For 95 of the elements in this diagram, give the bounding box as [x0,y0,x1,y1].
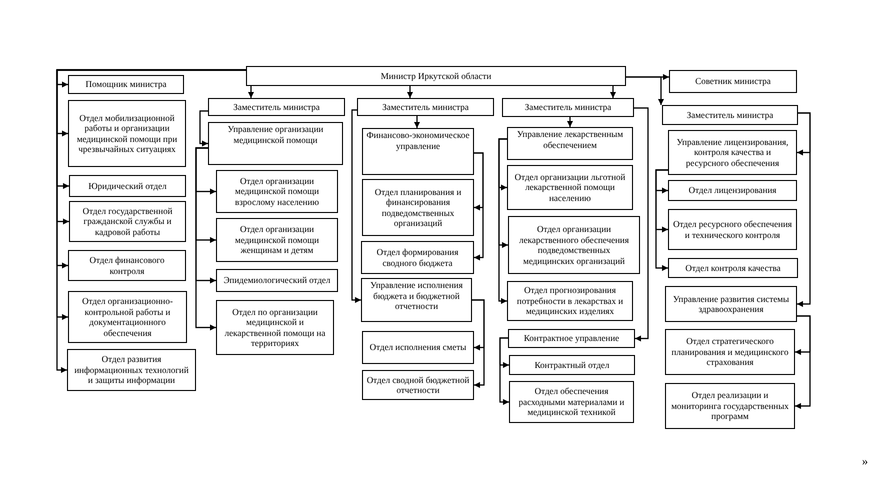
org-unit-box [69,201,186,242]
org-unit-box [69,175,186,197]
unit-title: Отдел контроля качества [685,262,781,274]
org-unit-box [362,331,474,364]
org-unit-box [507,127,633,160]
org-unit-box [208,98,345,116]
unit-title: Помощник министра [86,79,166,90]
arrow [199,110,208,146]
org-unit-box [668,180,797,201]
org-unit-box [361,241,474,274]
org-unit-box [662,105,798,125]
org-unit-box [208,122,343,165]
unit-title: Отдел государственной гражданской службы и кадровой работы [82,206,174,238]
unit-title: Управление организации медицинской помощи [226,124,324,145]
arrow [499,337,509,405]
org-unit-box [507,165,633,210]
org-unit-box [509,355,635,375]
org-unit-box [67,349,196,391]
unit-title: Отдел организации лекарственного обеспечения подведомственных медицинских организаций [518,224,630,266]
arrow [195,147,216,330]
org-unit-box [668,258,798,278]
org-unit-box [68,75,184,94]
org-unit-box [509,381,634,423]
unit-title: Отдел организационно-контрольной работы и документационного обеспечения [81,296,174,338]
arrow [351,109,361,303]
arrow [474,152,484,260]
arrow [56,69,246,373]
org-unit-box [68,250,186,281]
unit-title: Отдел развития информационных технологий и защиты информации [73,354,190,386]
unit-title: Отдел ресурсного обеспечения и технического контроля [672,219,793,240]
org-unit-box [246,66,626,86]
org-unit-box [216,218,338,262]
unit-title: Заместитель министра [524,102,612,113]
arrow [795,315,811,409]
org-unit-box [362,179,474,236]
unit-title: Заместитель министра [382,102,469,112]
unit-title: Управление лекарственным обеспечением [516,129,624,150]
unit-title: Отдел организации льготной лекарственной помощи населению [514,172,626,204]
org-unit-box [68,100,186,167]
arrow [655,169,668,271]
unit-title: Эпидемиологический отдел [224,275,330,286]
unit-title: Заместитель министра [233,102,320,112]
continuation-mark: » [862,454,868,469]
unit-title: Управление исполнения бюджета и бюджетной отчетности [369,280,464,312]
org-unit-box [362,370,474,400]
arrow [472,299,485,388]
unit-title: Отдел планирования и финансирования подведомственных организаций [374,186,462,228]
unit-title: Юридический отдел [88,180,167,192]
unit-title: Отдел сводной бюджетной отчетности [366,374,470,396]
org-unit-box [216,170,338,213]
org-unit-box [668,209,797,250]
arrow [797,112,811,307]
org-unit-box [216,300,334,355]
unit-title: Отдел прогнозирования потребности в лекарствах и медицинских изделиях [516,285,624,317]
arrow [248,85,254,98]
arrow [626,76,664,105]
unit-title: Управление лицензирования, контроля качества и ресурсного обеспечения [676,136,790,168]
org-unit-box [502,98,634,117]
org-unit-box [668,130,797,175]
org-unit-box [508,329,635,348]
org-unit-box [357,98,494,116]
org-unit-box [669,70,797,93]
arrow [407,85,413,98]
unit-title: Отдел исполнения сметы [370,342,466,353]
org-unit-box [507,281,633,321]
unit-title: Отдел формирования сводного бюджета [376,247,460,268]
unit-title: Отдел мобилизационной работы и организации медицинской помощи при чрезвычайных ситуациях [76,112,178,154]
arrow [610,85,616,98]
unit-title: Отдел по организации медицинской и лекарственной помощи на территориях [224,306,326,348]
unit-title: Управление развития системы здравоохранения [672,294,790,314]
unit-title: Контрактный отдел [534,360,610,370]
unit-title: Министр Иркутской области [380,70,492,82]
org-unit-box [665,329,795,375]
arrow [414,115,420,128]
org-unit-box [68,291,187,343]
unit-title: Отдел обеспечения расходными материалами и медицинской техникой [518,386,626,418]
unit-title: Отдел финансового контроля [88,255,166,276]
unit-title: Отдел реализации и мониторинга государственных программ [670,390,790,422]
arrow [498,138,507,304]
unit-title: Заместитель министра [686,110,774,120]
unit-title: Отдел организации медицинской помощи взрослому населению [234,176,320,208]
unit-title: Контрактное управление [524,333,620,344]
org-unit-box [361,278,472,322]
org-unit-box [216,269,338,292]
org-unit-box [508,216,640,274]
org-unit-box [362,128,474,175]
unit-title: Отдел организации медицинской помощи женщинам и детям [234,224,320,256]
org-unit-box [665,286,797,322]
unit-title: Финансово-экономическое управление [366,130,470,151]
arrow [634,107,649,342]
unit-title: Отдел лицензирования [688,185,776,196]
org-unit-box [665,383,795,429]
unit-title: Отдел стратегического планирования и медицинского страхования [670,336,790,368]
arrow [567,116,573,127]
unit-title: Советник министра [695,76,771,87]
